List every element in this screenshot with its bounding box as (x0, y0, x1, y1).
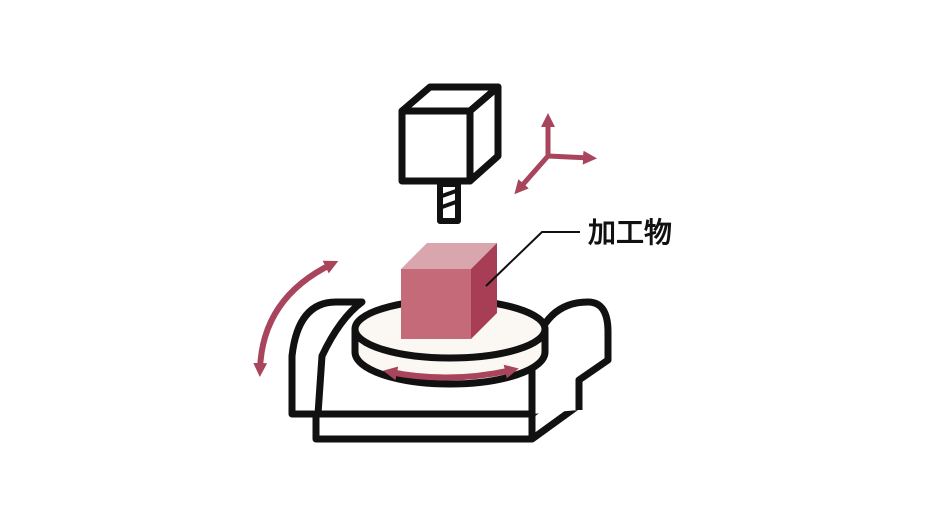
axis-arrow-y (514, 154, 550, 195)
workpiece-leader-line (485, 231, 580, 287)
cradle-left-support (288, 298, 366, 418)
workpiece-cube (401, 243, 497, 339)
rotation-arc-arrow-icon (383, 364, 519, 381)
spindle-head-icon (398, 83, 502, 224)
axis-arrow-x (547, 150, 597, 165)
workpiece-label: 加工物 (588, 216, 672, 249)
spindle-head-front (398, 107, 474, 185)
workpiece-top (401, 243, 497, 269)
tilt-arc-arrow-icon (253, 260, 339, 377)
xyz-axes-arrows-icon (514, 113, 597, 195)
cradle-base-front (312, 414, 536, 443)
spindle-head-side (466, 83, 502, 185)
trunnion-cradle (288, 298, 612, 443)
workpiece-side (471, 243, 497, 339)
workpiece-front (401, 269, 471, 339)
